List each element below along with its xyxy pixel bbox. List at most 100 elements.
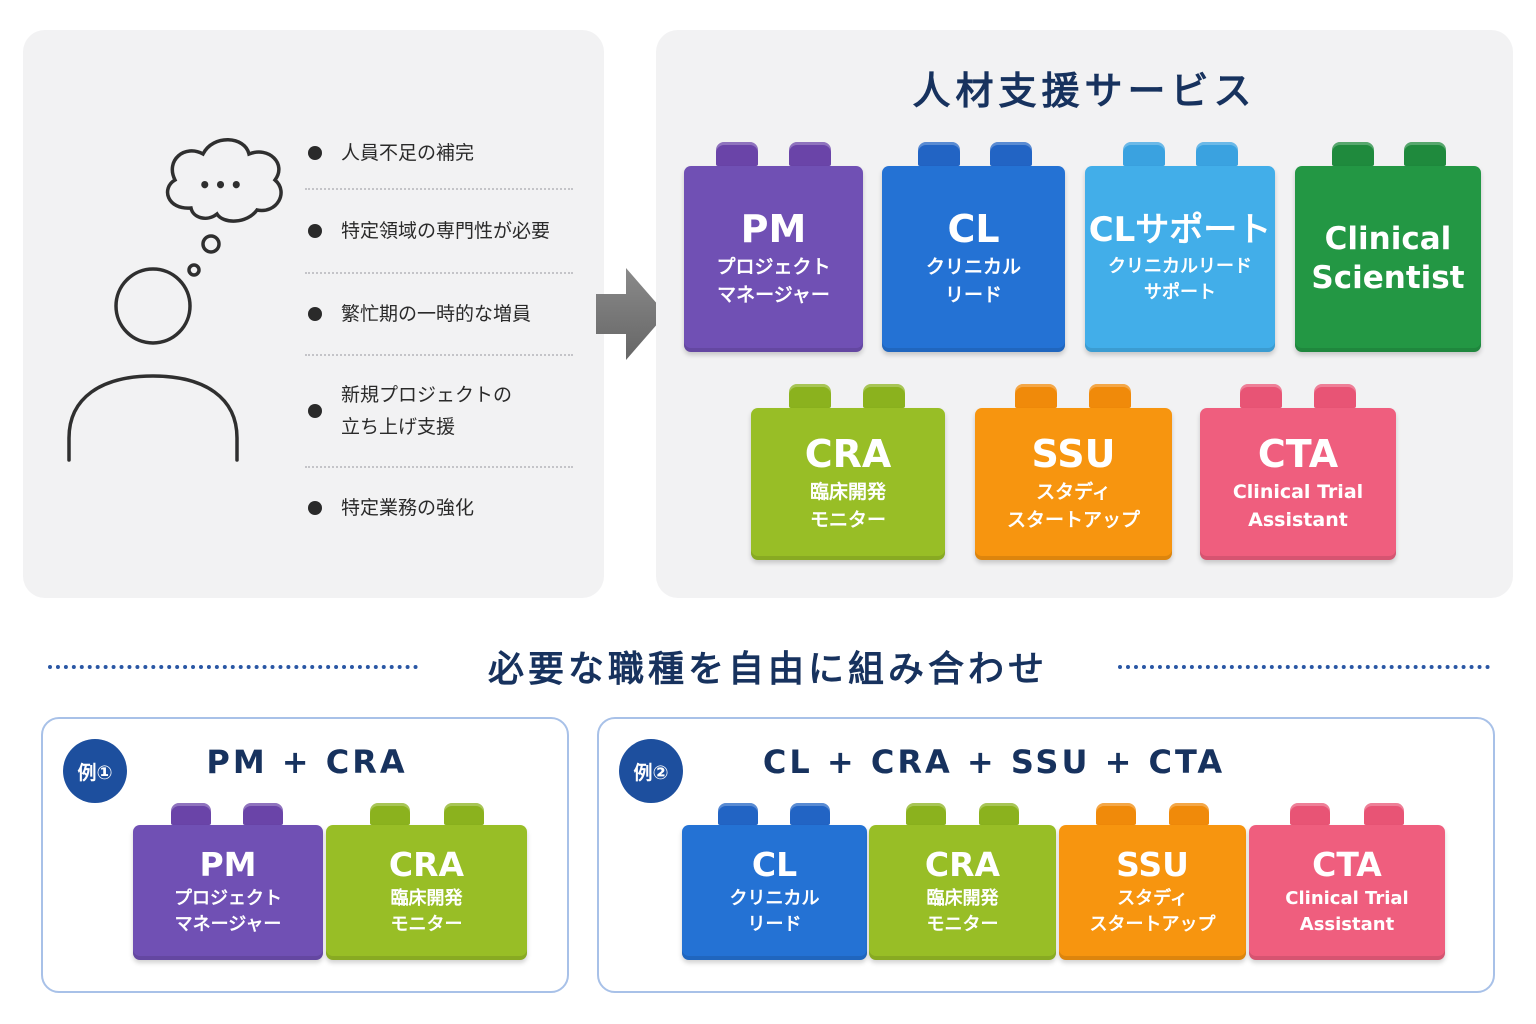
block-body: Clinical Scientist bbox=[1295, 166, 1481, 352]
block-stud bbox=[990, 142, 1032, 166]
service-title: 人材支援サービス bbox=[912, 69, 1257, 113]
block-body: CRA 臨床開発 モニター bbox=[869, 825, 1056, 960]
example-block-pm: PM プロジェクト マネージャー bbox=[133, 803, 323, 960]
block-abbr: CLサポート bbox=[1088, 210, 1272, 251]
block-stud bbox=[863, 384, 905, 408]
block-abbr: CTA bbox=[1257, 431, 1339, 476]
service-block-ssu: SSU スタディ スタートアップ bbox=[975, 384, 1172, 560]
block-stud bbox=[1364, 803, 1404, 825]
block-sub: 臨床開発 モニター bbox=[809, 481, 886, 531]
block-stud bbox=[790, 803, 830, 825]
block-body: CLサポート クリニカルリード サポート bbox=[1085, 166, 1275, 352]
example-box-2: 例② CL + CRA + SSU + CTA CL クリニカル リード CRA… bbox=[597, 717, 1495, 993]
person-thinking-icon: ••• bbox=[67, 138, 283, 462]
block-stud bbox=[243, 803, 283, 825]
block-sub: クリニカル リード bbox=[925, 256, 1021, 306]
block-stud bbox=[789, 384, 831, 408]
block-body: SSU スタディ スタートアップ bbox=[975, 408, 1172, 560]
block-stud bbox=[918, 142, 960, 166]
service-block-clinical-scientist: Clinical Scientist bbox=[1295, 142, 1481, 352]
block-stud bbox=[444, 803, 484, 825]
block-stud bbox=[171, 803, 211, 825]
heading-dots-right bbox=[1118, 665, 1490, 669]
block-stud bbox=[718, 803, 758, 825]
service-block-cta: CTA Clinical Trial Assistant bbox=[1200, 384, 1396, 560]
block-stud bbox=[1196, 142, 1238, 166]
need-item: 特定領域の専門性が必要 bbox=[305, 188, 573, 272]
example-combo-label: CL + CRA + SSU + CTA bbox=[762, 743, 1226, 781]
need-item: 特定業務の強化 bbox=[305, 466, 573, 548]
needs-panel: ••• 人員不足の補完 特定領域の専門性が必要 繁忙期の一時的な増員 新規プロジ… bbox=[23, 30, 604, 598]
heading-dots-left bbox=[48, 665, 418, 669]
block-stud bbox=[1015, 384, 1057, 408]
block-sub: プロジェクト マネージャー bbox=[174, 887, 282, 935]
person-body bbox=[67, 374, 239, 462]
block-stud bbox=[979, 803, 1019, 825]
block-body: PM プロジェクト マネージャー bbox=[133, 825, 323, 960]
block-sub: Clinical Trial Assistant bbox=[1285, 887, 1409, 935]
block-body: CL クリニカル リード bbox=[682, 825, 867, 960]
thought-cloud-icon bbox=[165, 138, 283, 223]
example-combo-label: PM + CRA bbox=[206, 743, 408, 781]
thought-dot-large bbox=[201, 234, 221, 254]
need-item: 人員不足の補完 bbox=[305, 118, 573, 188]
block-stud bbox=[1404, 142, 1446, 166]
person-head bbox=[114, 267, 192, 345]
service-panel: 人材支援サービス PM プロジェクト マネージャー CL クリニカル リード C… bbox=[656, 30, 1513, 598]
block-stud bbox=[1089, 384, 1131, 408]
block-abbr: CRA bbox=[804, 431, 892, 476]
block-stud bbox=[1096, 803, 1136, 825]
block-body: CL クリニカル リード bbox=[882, 166, 1065, 352]
block-abbr: SSU bbox=[1031, 431, 1116, 476]
block-abbr: Clinical Scientist bbox=[1311, 221, 1465, 296]
example-badge: 例① bbox=[63, 739, 127, 803]
block-abbr: CL bbox=[751, 845, 798, 885]
block-body: PM プロジェクト マネージャー bbox=[684, 166, 863, 352]
block-stud bbox=[906, 803, 946, 825]
thought-dot-small bbox=[187, 263, 201, 277]
block-stud bbox=[1314, 384, 1356, 408]
block-abbr: CL bbox=[947, 206, 1000, 251]
block-stud bbox=[1240, 384, 1282, 408]
block-sub: スタディ スタートアップ bbox=[1006, 481, 1140, 531]
block-body: SSU スタディ スタートアップ bbox=[1059, 825, 1246, 960]
need-item: 繁忙期の一時的な増員 bbox=[305, 272, 573, 354]
block-stud bbox=[1332, 142, 1374, 166]
block-stud bbox=[716, 142, 758, 166]
need-item: 新規プロジェクトの 立ち上げ支援 bbox=[305, 354, 573, 466]
block-stud bbox=[1290, 803, 1330, 825]
block-sub: スタディ スタートアップ bbox=[1089, 887, 1216, 935]
example-block-ssu: SSU スタディ スタートアップ bbox=[1059, 803, 1246, 960]
block-abbr: SSU bbox=[1116, 845, 1189, 885]
block-abbr: CTA bbox=[1312, 845, 1382, 885]
service-block-cra: CRA 臨床開発 モニター bbox=[751, 384, 945, 560]
block-abbr: PM bbox=[199, 845, 257, 885]
needs-list: 人員不足の補完 特定領域の専門性が必要 繁忙期の一時的な増員 新規プロジェクトの… bbox=[305, 118, 573, 548]
block-sub: 臨床開発 モニター bbox=[390, 887, 463, 935]
block-body: CTA Clinical Trial Assistant bbox=[1249, 825, 1445, 960]
example-block-cra: CRA 臨床開発 モニター bbox=[869, 803, 1056, 960]
example-block-cra: CRA 臨床開発 モニター bbox=[326, 803, 527, 960]
service-block-cl: CL クリニカル リード bbox=[882, 142, 1065, 352]
block-abbr: CRA bbox=[388, 845, 465, 885]
block-stud bbox=[370, 803, 410, 825]
block-stud bbox=[789, 142, 831, 166]
block-body: CTA Clinical Trial Assistant bbox=[1200, 408, 1396, 560]
thought-bubble-ellipsis: ••• bbox=[198, 173, 245, 197]
block-sub: クリニカルリード サポート bbox=[1108, 255, 1252, 303]
combine-heading: 必要な職種を自由に組み合わせ bbox=[487, 649, 1048, 690]
example-box-1: 例① PM + CRA PM プロジェクト マネージャー CRA 臨床開発 モニ… bbox=[41, 717, 569, 993]
right-arrow-icon bbox=[596, 268, 666, 360]
block-body: CRA 臨床開発 モニター bbox=[751, 408, 945, 560]
block-stud bbox=[1169, 803, 1209, 825]
block-sub: 臨床開発 モニター bbox=[926, 887, 999, 935]
block-abbr: CRA bbox=[924, 845, 1001, 885]
block-body: CRA 臨床開発 モニター bbox=[326, 825, 527, 960]
block-stud bbox=[1123, 142, 1165, 166]
block-abbr: PM bbox=[740, 206, 807, 251]
example-badge: 例② bbox=[619, 739, 683, 803]
block-sub: クリニカル リード bbox=[729, 887, 820, 935]
example-block-cta: CTA Clinical Trial Assistant bbox=[1249, 803, 1445, 960]
example-block-cl: CL クリニカル リード bbox=[682, 803, 867, 960]
block-sub: Clinical Trial Assistant bbox=[1232, 481, 1364, 531]
